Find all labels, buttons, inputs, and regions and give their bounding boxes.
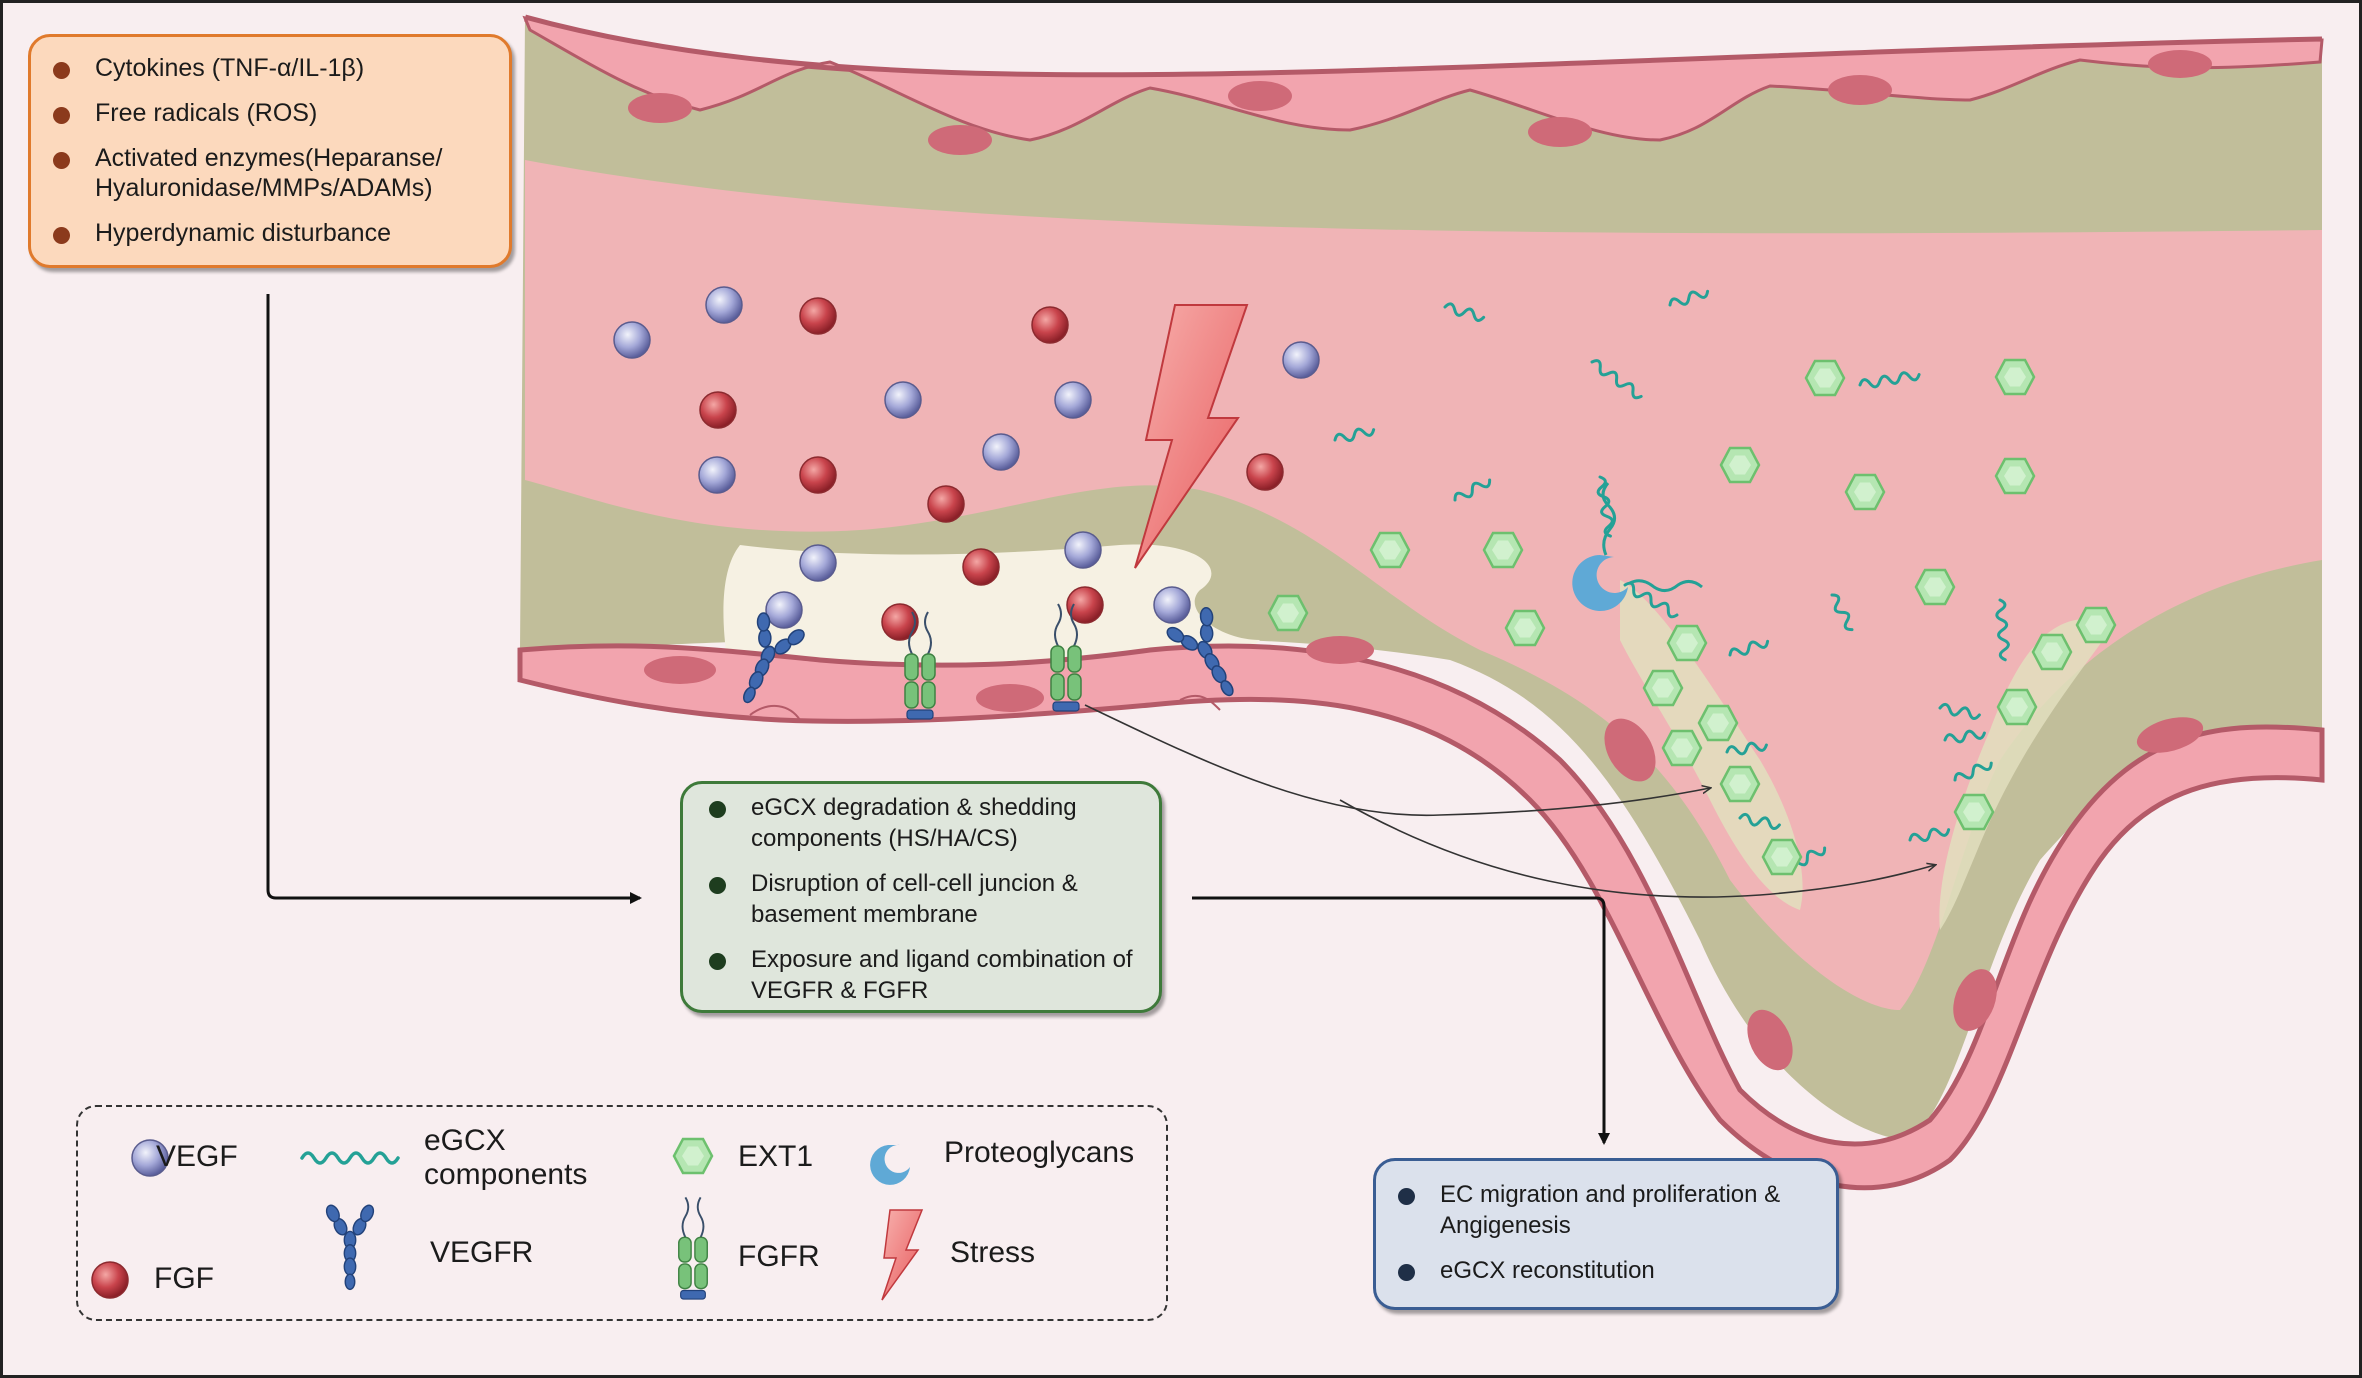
vessel-lumen xyxy=(525,160,2322,1010)
outcome-item: EC migration and proliferation & Angigen… xyxy=(1398,1179,1824,1241)
mechanism-item: Disruption of cell-cell juncion & baseme… xyxy=(709,868,1147,930)
legend-fgf-label: FGF xyxy=(154,1262,214,1295)
mechanism-text: Disruption of cell-cell juncion & baseme… xyxy=(751,870,1078,928)
outcome-text: EC migration and proliferation & Angigen… xyxy=(1440,1181,1781,1239)
trigger-item: Hyperdynamic disturbance xyxy=(53,218,497,248)
legend-vegfr-label: VEGFR xyxy=(430,1236,534,1269)
mechanism-text: Exposure and ligand combination of VEGFR… xyxy=(751,946,1133,1004)
trigger-item: Activated enzymes(Heparanse/ Hyaluronida… xyxy=(53,143,497,203)
outcomes-box: EC migration and proliferation & Angigen… xyxy=(1373,1158,1839,1310)
legend-egcx-icon xyxy=(300,1151,400,1165)
bullet-dot xyxy=(53,62,70,79)
bullet-dot xyxy=(709,801,726,818)
bullet-dot xyxy=(53,107,70,124)
legend-stress-label: Stress xyxy=(950,1236,1036,1269)
stress-bolt xyxy=(1134,304,1249,569)
bullet-dot xyxy=(1398,1188,1415,1205)
legend-egcx-label: eGCX components xyxy=(424,1124,588,1191)
bottom-endothelium xyxy=(517,636,2325,1191)
bullet-dot xyxy=(709,953,726,970)
trigger-item: Cytokines (TNF-α/IL-1β) xyxy=(53,53,497,83)
curved-arrow-1 xyxy=(1084,704,1710,817)
legend-proteoglycans-icon xyxy=(870,1144,910,1185)
bullet-dot xyxy=(1398,1264,1415,1281)
triggers-box: Cytokines (TNF-α/IL-1β) Free radicals (R… xyxy=(28,34,512,268)
trigger-text: Free radicals (ROS) xyxy=(95,99,318,127)
arrow-mechanisms-to-outcomes xyxy=(1192,896,1610,1145)
shedding-zone-left xyxy=(1620,580,1803,910)
bullet-dot xyxy=(709,877,726,894)
outcome-item: eGCX reconstitution xyxy=(1398,1255,1824,1286)
arrow-triggers-to-mechanisms xyxy=(266,294,642,904)
bullet-dot xyxy=(53,227,70,244)
legend-ext1-label: EXT1 xyxy=(738,1140,814,1173)
curved-arrow-2 xyxy=(1339,799,1935,898)
trigger-text: Cytokines (TNF-α/IL-1β) xyxy=(95,54,365,82)
mechanism-item: Exposure and ligand combination of VEGFR… xyxy=(709,944,1147,1006)
mechanisms-box: eGCX degradation & shedding components (… xyxy=(680,781,1162,1013)
legend-proteoglycans-label: Proteoglycans xyxy=(944,1136,1135,1169)
trigger-text: Hyperdynamic disturbance xyxy=(95,219,391,247)
legend-icons xyxy=(91,1137,924,1301)
trigger-text: Activated enzymes(Heparanse/ Hyaluronida… xyxy=(95,144,443,202)
outcome-text: eGCX reconstitution xyxy=(1440,1257,1655,1284)
top-endothelium xyxy=(522,14,2324,155)
legend xyxy=(76,1105,1168,1321)
legend-stress-icon xyxy=(881,1209,924,1301)
legend-vegf-label: VEGF xyxy=(156,1140,238,1173)
bullet-dot xyxy=(53,152,70,169)
proteoglycan xyxy=(1572,482,1703,611)
mechanism-text: eGCX degradation & shedding components (… xyxy=(751,794,1077,852)
legend-fgfr-label: FGFR xyxy=(738,1240,820,1273)
mechanism-item: eGCX degradation & shedding components (… xyxy=(709,792,1147,854)
trigger-item: Free radicals (ROS) xyxy=(53,98,497,128)
